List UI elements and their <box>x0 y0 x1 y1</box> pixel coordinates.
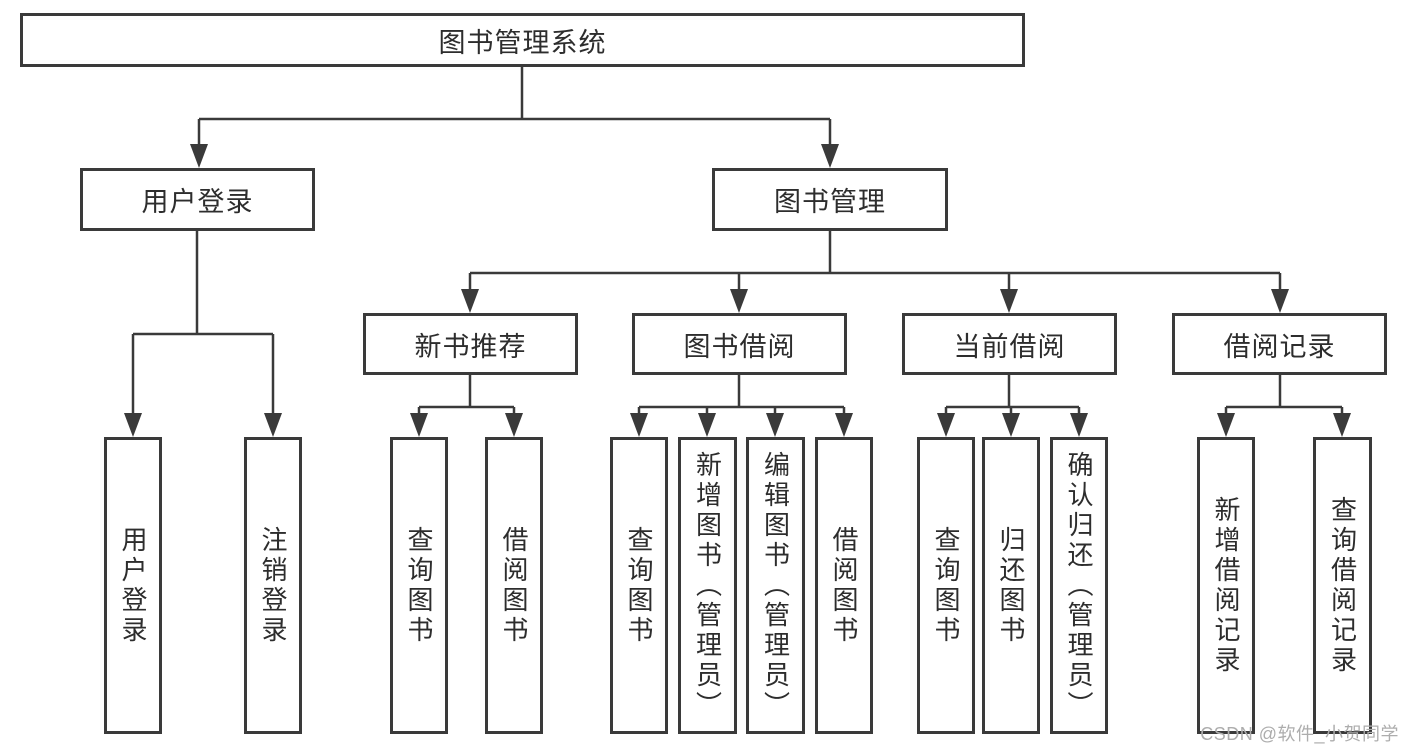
node-label: 新增借阅记录 <box>1211 495 1241 676</box>
node-label: 图书管理系统 <box>438 27 607 58</box>
leaf-borrow-books-recommend: 借阅图书 <box>485 437 543 734</box>
node-label: 新书推荐 <box>414 331 527 362</box>
leaf-query-books-recommend: 查询图书 <box>390 437 448 734</box>
node-borrow-records: 借阅记录 <box>1172 313 1387 375</box>
leaf-edit-books-admin: 编辑图书（管理员） <box>746 437 805 734</box>
node-label: 查询图书 <box>404 525 434 646</box>
leaf-logout: 注销登录 <box>244 437 302 734</box>
node-library-system: 图书管理系统 <box>20 13 1025 67</box>
node-new-book-recommend: 新书推荐 <box>363 313 578 375</box>
leaf-query-books-current: 查询图书 <box>917 437 975 734</box>
node-book-borrow: 图书借阅 <box>632 313 847 375</box>
leaf-query-borrow-record: 查询借阅记录 <box>1313 437 1372 734</box>
node-label: 归还图书 <box>996 525 1026 646</box>
node-label: 注销登录 <box>258 525 288 646</box>
node-label: 借阅图书 <box>499 525 529 646</box>
node-label: 新增图书（管理员） <box>692 450 723 721</box>
leaf-borrow-books: 借阅图书 <box>815 437 873 734</box>
node-label: 查询借阅记录 <box>1327 495 1358 676</box>
node-label: 借阅图书 <box>829 525 859 646</box>
leaf-user-login: 用户登录 <box>104 437 162 734</box>
watermark: CSDN @软件_小贺同学 <box>1200 724 1399 744</box>
node-book-management: 图书管理 <box>712 168 948 231</box>
node-label: 查询图书 <box>624 525 654 646</box>
node-label: 借阅记录 <box>1223 331 1336 362</box>
node-user-login: 用户登录 <box>80 168 315 231</box>
node-current-borrow: 当前借阅 <box>902 313 1117 375</box>
node-label: 编辑图书（管理员） <box>760 450 791 721</box>
leaf-return-books: 归还图书 <box>982 437 1040 734</box>
leaf-add-borrow-record: 新增借阅记录 <box>1197 437 1255 734</box>
node-label: 查询图书 <box>931 525 961 646</box>
node-label: 用户登录 <box>141 187 254 217</box>
leaf-confirm-return-admin: 确认归还（管理员） <box>1050 437 1108 734</box>
node-label: 确认归还（管理员） <box>1064 450 1094 721</box>
node-label: 图书管理 <box>774 187 886 217</box>
node-label: 当前借阅 <box>953 331 1066 362</box>
node-label: 图书借阅 <box>683 331 796 362</box>
node-label: 用户登录 <box>118 525 148 646</box>
leaf-query-books-borrow: 查询图书 <box>610 437 668 734</box>
leaf-add-books-admin: 新增图书（管理员） <box>678 437 737 734</box>
